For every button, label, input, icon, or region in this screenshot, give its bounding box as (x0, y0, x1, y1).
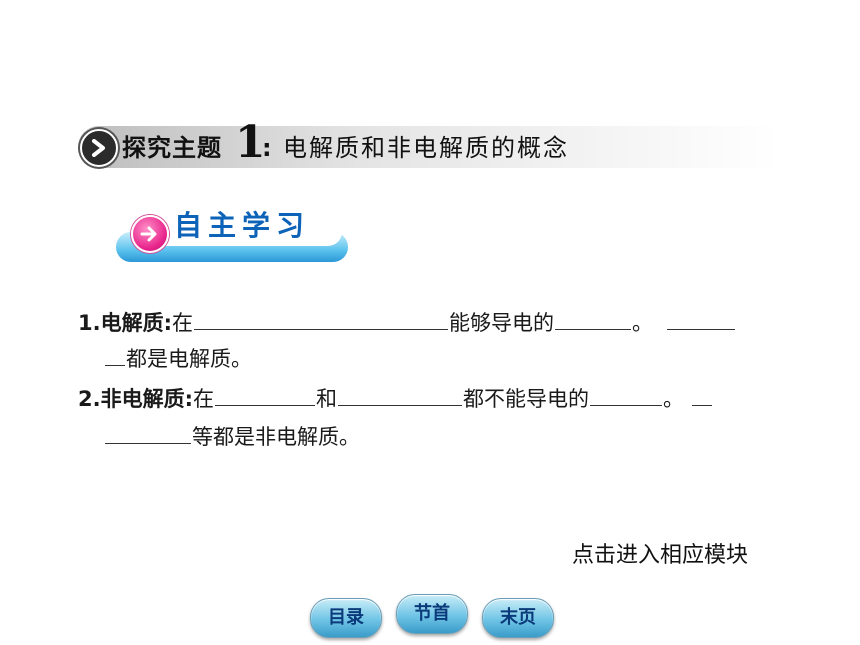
item-1-text-a: 在 (172, 311, 193, 335)
item-1-number: 1. (78, 311, 101, 335)
item-2-text-e: 等都是非电解质。 (192, 425, 360, 449)
item-2-text-b: 和 (316, 387, 337, 411)
fill-blank[interactable] (692, 383, 712, 406)
topic-colon: : (262, 134, 272, 162)
item-1-text-c: 。 (632, 311, 653, 335)
item-2-line-2: 等都是非电解质。 (104, 421, 360, 453)
fill-blank[interactable] (105, 421, 191, 444)
item-2-line-1: 2.非电解质:在 和 都不能导电的 。 (78, 383, 713, 415)
item-2-text-c: 都不能导电的 (463, 387, 589, 411)
item-1-text-b: 能够导电的 (449, 311, 554, 335)
topic-number: 1 (235, 117, 266, 168)
item-1-text-d: 都是电解质。 (126, 347, 252, 371)
fill-blank[interactable] (555, 307, 631, 330)
section-first-button[interactable]: 节首 (396, 594, 468, 634)
arrow-right-circle-icon (131, 215, 169, 253)
topic-title: 电解质和非电解质的概念 (283, 134, 569, 162)
fill-blank[interactable] (194, 307, 448, 330)
fill-blank[interactable] (215, 383, 315, 406)
item-1-line-2: 都是电解质。 (104, 343, 252, 375)
item-2-sep: : (184, 387, 193, 411)
item-2-text-d: 。 (663, 387, 684, 411)
topic-header-bar (78, 126, 780, 168)
fill-blank[interactable] (667, 307, 735, 330)
module-hint-text: 点击进入相应模块 (572, 543, 749, 568)
chevron-right-icon (80, 129, 118, 167)
item-2-term: 非电解质 (100, 387, 185, 411)
item-2-text-a: 在 (193, 387, 214, 411)
fill-blank[interactable] (590, 383, 662, 406)
item-2-number: 2. (78, 387, 101, 411)
last-page-button[interactable]: 末页 (482, 598, 554, 638)
topic-prefix: 探究主题 (122, 134, 222, 162)
section-label: 自主学习 (174, 209, 311, 242)
item-1-sep: : (163, 311, 172, 335)
item-1-term: 电解质 (100, 311, 164, 335)
toc-button[interactable]: 目录 (310, 598, 382, 638)
fill-blank[interactable] (338, 383, 462, 406)
fill-blank[interactable] (105, 343, 125, 366)
item-1-line-1: 1.电解质:在 能够导电的 。 (78, 307, 736, 339)
